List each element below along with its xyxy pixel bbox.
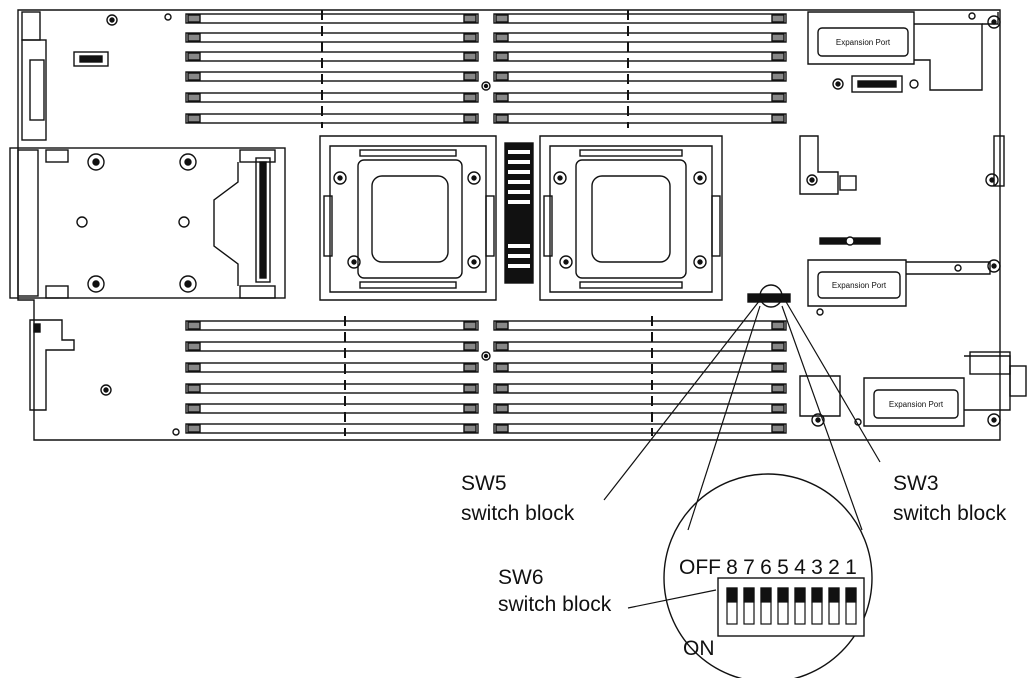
expansion-port-1-box	[817, 27, 909, 57]
detail-leader-left	[687, 305, 761, 531]
dip-switch-detail	[717, 577, 865, 637]
switch-number-2: 2	[828, 556, 840, 579]
expansion-port-2-label: Expansion Port	[832, 281, 887, 290]
switch-number-5: 5	[777, 556, 789, 579]
dimm-slots-top-left	[185, 10, 479, 128]
storage-tray	[9, 147, 286, 299]
bottom-left-bracket	[29, 319, 180, 436]
dimm-slots-top-right	[481, 10, 787, 128]
sw6-leader-line	[627, 589, 717, 609]
on-label: ON	[683, 637, 715, 660]
off-label: OFF	[679, 556, 721, 579]
led-panel	[504, 142, 534, 284]
switch-number-6: 6	[760, 556, 772, 579]
detail-leader-right	[781, 305, 863, 531]
sw3-leader-line	[784, 299, 881, 463]
dimm-slots-bottom-right	[481, 316, 787, 436]
system-board	[9, 9, 1027, 441]
callout-leader-lines	[603, 299, 881, 609]
expansion-port-1-label: Expansion Port	[836, 38, 891, 47]
switch-block-chips	[747, 284, 791, 308]
sw5-label: SW5	[461, 472, 507, 495]
right-side-components	[799, 11, 1027, 427]
processor-socket-1	[319, 135, 497, 301]
switch-number-8: 8	[726, 556, 738, 579]
expansion-port-3-label: Expansion Port	[889, 400, 944, 409]
board-outline	[17, 9, 1001, 441]
sw6-sublabel: switch block	[498, 593, 612, 616]
sw3-sublabel: switch block	[893, 502, 1007, 525]
switch-number-7: 7	[743, 556, 755, 579]
sw3-label: SW3	[893, 472, 939, 495]
expansion-port-3-box	[873, 389, 959, 419]
sw5-leader-line	[603, 299, 761, 501]
switch-number-1: 1	[845, 556, 857, 579]
switch-position-numbers: 8 7 6 5 4 3 2 1	[726, 556, 857, 579]
sw5-sublabel: switch block	[461, 502, 575, 525]
dip-switch-body	[717, 577, 865, 637]
top-left-connectors	[21, 11, 172, 141]
sw6-label: SW6	[498, 566, 544, 589]
switch-number-4: 4	[794, 556, 806, 579]
expansion-port-2-box	[817, 271, 901, 299]
dimm-slots-bottom-left	[185, 316, 479, 436]
switch-number-3: 3	[811, 556, 823, 579]
processor-socket-2	[539, 135, 723, 301]
